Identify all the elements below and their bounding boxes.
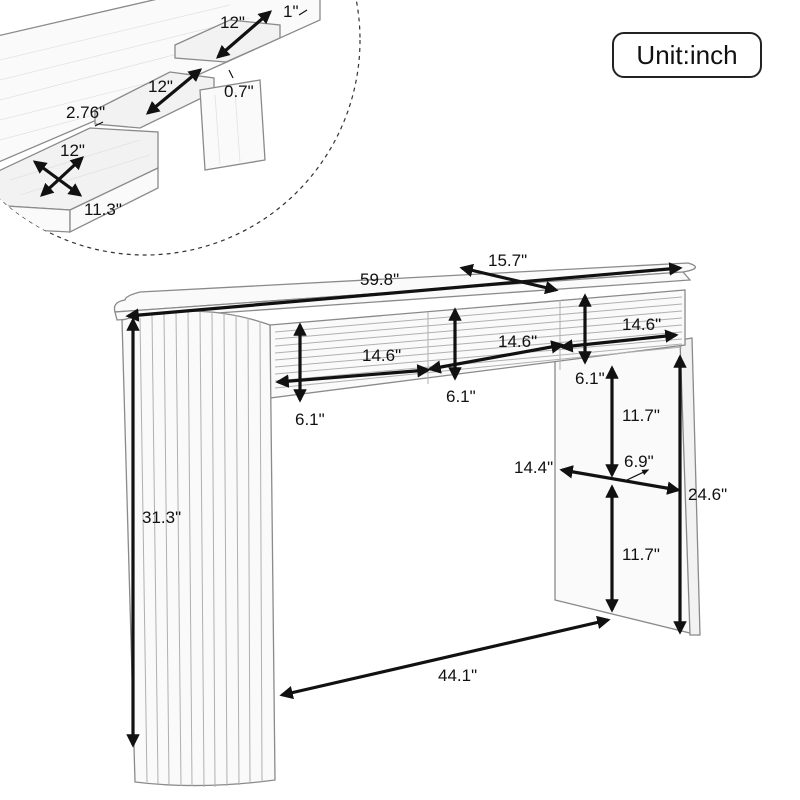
detail-drawer-depth-label: 11.3" — [84, 200, 122, 219]
detail-middle-drawer-width-label: 12" — [148, 77, 173, 96]
detail-drawer-width-label: 12" — [60, 141, 85, 160]
detail-front-thickness-label: 2.76" — [66, 103, 105, 122]
upper-clearance-label: 11.7" — [622, 406, 660, 425]
drawer-middle-height-label: 6.1" — [446, 387, 476, 406]
leg-depth-label: 14.4" — [514, 458, 553, 477]
drawer-right-height-label: 6.1" — [575, 369, 605, 388]
drawer-left-width-label: 14.6" — [362, 346, 401, 365]
inner-span-label: 44.1" — [438, 666, 477, 685]
left-leg — [121, 310, 276, 787]
leg-thickness-label: 6.9" — [624, 452, 654, 471]
left-leg-flutes — [139, 309, 263, 788]
detail-top-drawer-width-label: 12" — [220, 13, 245, 32]
overall-length-label: 59.8" — [360, 270, 399, 289]
detail-top-gap-label: 1" — [283, 2, 299, 21]
overall-depth-label: 15.7" — [488, 251, 527, 270]
unit-badge: Unit:inch — [612, 32, 762, 78]
drawer-left-height-label: 6.1" — [295, 410, 325, 429]
lower-clearance-label: 11.7" — [622, 545, 660, 564]
overall-height-label: 31.3" — [142, 508, 181, 527]
drawer-detail-inset: 12" 1" 12" 0.7" 2.76" 12" 11.3" — [0, 0, 361, 256]
drawer-right-width-label: 14.6" — [622, 315, 661, 334]
detail-circle-outline — [0, 0, 361, 256]
detail-middle-gap-label: 0.7" — [224, 82, 254, 101]
main-dimensions: 59.8" 15.7" 31.3" 14.6" 14.6" 14.6" 6.1"… — [125, 251, 727, 748]
drawer-middle-width-label: 14.6" — [498, 332, 537, 351]
detail-drawer-drawing — [0, 0, 321, 234]
leg-height-label: 24.6" — [688, 485, 727, 504]
